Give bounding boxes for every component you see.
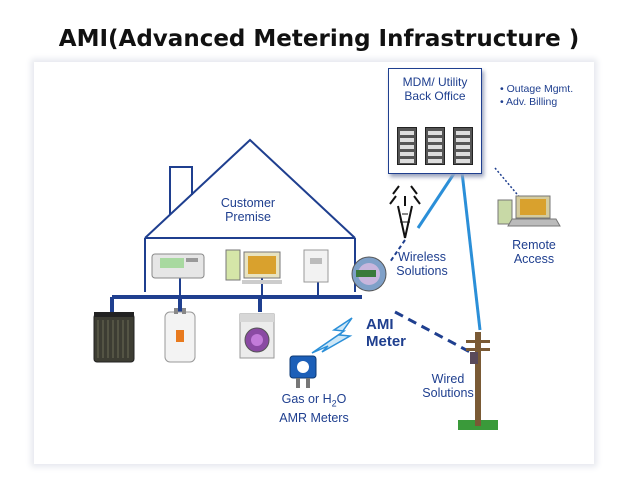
washing-machine-icon	[239, 313, 275, 359]
function-billing: • Adv. Billing	[500, 96, 558, 108]
utility-pole-icon	[458, 332, 498, 430]
back-office-box: MDM/ Utility Back Office	[388, 68, 482, 174]
customer-premise-label: Customer Premise	[220, 196, 276, 224]
gas-water-text: Gas or H	[281, 392, 332, 406]
network-links	[389, 167, 523, 354]
server-icon	[397, 127, 417, 165]
switch-icon	[303, 249, 329, 283]
gas-water-subscript: 2	[331, 398, 337, 409]
computer-icon	[225, 249, 282, 284]
remote-access-label: Remote Access	[512, 238, 556, 266]
page-title: AMI(Advanced Metering Infrastructure )	[58, 26, 580, 52]
thermostat-icon	[151, 253, 205, 279]
gas-meter-icon	[289, 355, 317, 388]
ami-meter-label: AMI Meter	[366, 316, 407, 350]
back-office-label: MDM/ Utility Back Office	[402, 75, 468, 103]
laptop-icon	[497, 195, 561, 227]
gas-water-text-end: O	[336, 392, 347, 406]
amr-meters-text: AMR Meters	[279, 410, 349, 425]
smart-meter-icon	[351, 256, 387, 292]
wired-solutions-label: Wired Solutions	[422, 372, 474, 400]
wireless-solutions-label: Wireless Solutions	[396, 250, 448, 278]
gas-water-label: Gas or H2O AMR Meters	[272, 392, 356, 425]
ac-unit-icon	[93, 312, 135, 363]
circuit-bus	[110, 295, 362, 312]
function-outage: • Outage Mgmt.	[500, 83, 574, 95]
radio-tower-icon	[389, 185, 421, 239]
water-heater-icon	[164, 308, 196, 363]
server-icon	[453, 127, 473, 165]
server-icon	[425, 127, 445, 165]
lightning-icon	[311, 317, 353, 354]
